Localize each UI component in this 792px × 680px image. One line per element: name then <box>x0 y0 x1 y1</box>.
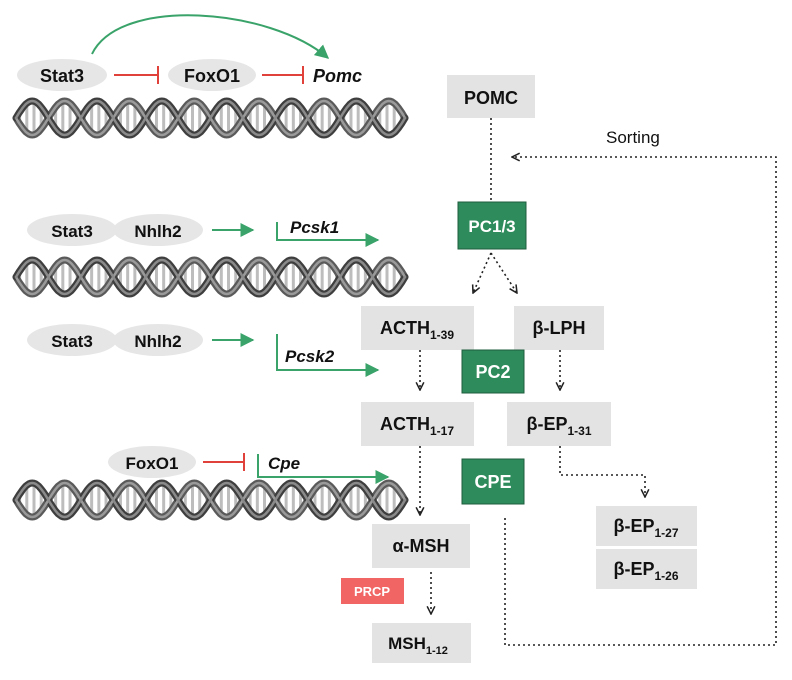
cpe-enzyme-box <box>461 458 525 505</box>
pomc-label: POMC <box>464 88 518 108</box>
bep126-label: β-EP1-26 <box>613 559 678 583</box>
bep126-box <box>596 549 697 589</box>
acth139-box <box>361 306 474 350</box>
blph-label: β-LPH <box>533 318 586 338</box>
pc13-label: PC1/3 <box>468 217 515 236</box>
pcsk2-tss-arrow <box>276 334 380 377</box>
stat3-pill <box>17 59 107 91</box>
pcsk1-gene-label: Pcsk1 <box>290 218 339 237</box>
pc13-to-acth-arrow <box>473 252 492 293</box>
acth117-box <box>361 402 474 446</box>
pomc-gene-label: Pomc <box>313 66 362 86</box>
foxo1-label: FoxO1 <box>184 66 240 86</box>
pcsk1-tss-arrow <box>276 222 380 247</box>
bep131-to-bep127-arrow <box>559 446 645 497</box>
dna-strand <box>14 99 407 137</box>
dna-helix-pcsk1 <box>12 256 409 298</box>
pc13-to-blph-arrow <box>490 252 517 293</box>
nhlh2-label: Nhlh2 <box>134 222 181 241</box>
stat3-pill <box>27 214 117 246</box>
nhlh2-pill <box>113 214 203 246</box>
stat3-to-pomc-curved-arrow <box>91 14 330 59</box>
msh112-box <box>372 623 471 663</box>
cpe-tss-arrow <box>257 454 390 484</box>
acth117-label: ACTH1-17 <box>380 414 454 438</box>
bep131-box <box>507 402 611 446</box>
prcp-label: PRCP <box>354 584 390 599</box>
cpe-gene-label: Cpe <box>268 454 300 473</box>
stat3-label: Stat3 <box>51 332 93 351</box>
bep127-label: β-EP1-27 <box>613 516 678 540</box>
dna-strand <box>14 258 407 296</box>
foxo1-pill <box>168 59 256 91</box>
acth139-label: ACTH1-39 <box>380 318 454 342</box>
stat3-pill <box>27 324 117 356</box>
dna-strand <box>14 481 407 519</box>
nhlh2-label: Nhlh2 <box>134 332 181 351</box>
pc13-enzyme-box <box>457 201 527 250</box>
stat3-label: Stat3 <box>51 222 93 241</box>
amsh-box <box>372 524 470 568</box>
pc2-label: PC2 <box>475 362 510 382</box>
prcp-enzyme-box <box>341 578 404 604</box>
pomc-box <box>447 75 535 118</box>
bep127-box <box>596 506 697 546</box>
pc2-enzyme-box <box>461 349 525 394</box>
nhlh2-pill <box>113 324 203 356</box>
stat3-label: Stat3 <box>40 66 84 86</box>
amsh-label: α-MSH <box>392 536 449 556</box>
dna-helix-cpe <box>12 479 409 521</box>
pathway-connectors <box>420 118 777 646</box>
msh112-label: MSH1-12 <box>388 634 448 657</box>
blph-box <box>514 306 604 350</box>
foxo1-pill <box>108 446 196 478</box>
dna-helix-pomc <box>12 97 409 139</box>
sorting-label: Sorting <box>606 128 660 147</box>
bep131-label: β-EP1-31 <box>526 414 591 438</box>
pcsk2-gene-label: Pcsk2 <box>285 347 335 366</box>
cpe-label: CPE <box>474 472 511 492</box>
foxo1-label: FoxO1 <box>126 454 179 473</box>
